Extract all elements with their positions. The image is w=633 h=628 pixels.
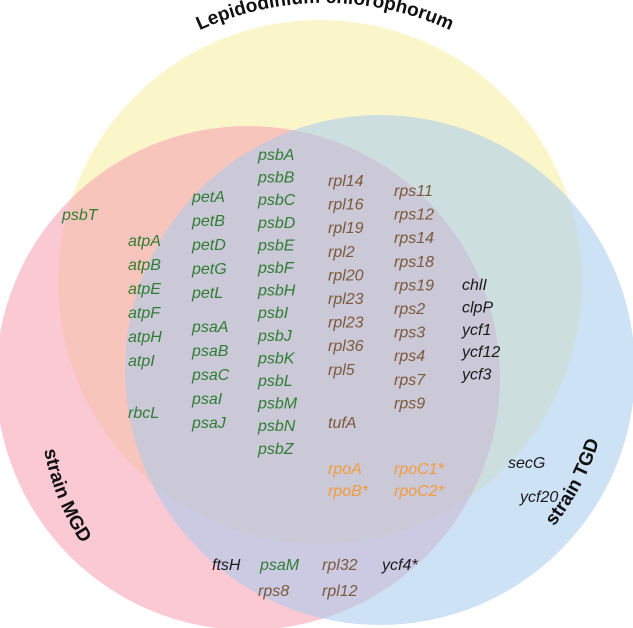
gene-label: rbcL: [128, 405, 159, 422]
gene-label: atpH: [128, 329, 162, 346]
gene-labels: psbT atpA atpB atpE atpF atpH atpI rbcL petA petB…: [61, 147, 558, 600]
gene-label: psbK: [257, 350, 296, 367]
gene-label: petG: [191, 261, 227, 278]
gene-label: rps14: [394, 230, 434, 247]
gene-label: psbA: [257, 147, 294, 164]
gene-label: psbM: [257, 396, 298, 413]
gene-label: psbJ: [257, 328, 293, 345]
gene-label: rpl12: [322, 583, 358, 600]
gene-label: atpI: [128, 353, 155, 370]
set-circles: [0, 20, 633, 628]
gene-label: rpl32: [322, 557, 358, 574]
gene-label: psbE: [257, 237, 295, 254]
gene-label: psbL: [257, 373, 293, 390]
gene-label: psbZ: [257, 441, 295, 458]
gene-label: psbD: [257, 215, 296, 232]
gene-label: psbC: [257, 192, 296, 209]
gene-label: psaJ: [191, 415, 227, 432]
gene-label: ycf20: [519, 489, 558, 506]
gene-label: ycf1: [461, 322, 491, 339]
gene-label: ycf12: [461, 344, 500, 361]
gene-label: rpl14: [328, 173, 364, 190]
gene-label: psbN: [257, 418, 296, 435]
gene-label: rps12: [394, 207, 434, 224]
gene-label: psaA: [191, 319, 228, 336]
gene-label: psaI: [191, 391, 223, 408]
gene-label: rpl19: [328, 220, 364, 237]
gene-label: atpA: [128, 233, 161, 250]
gene-label: rpl36: [328, 338, 364, 355]
gene-label: rps18: [394, 254, 434, 271]
gene-label: rps19: [394, 277, 434, 294]
gene-label: psbF: [257, 260, 295, 277]
gene-label: petA: [191, 189, 225, 206]
gene-label: rpl5: [328, 362, 355, 379]
gene-label: rpoB*: [328, 483, 369, 500]
gene-label: psaM: [259, 557, 300, 574]
gene-label: rps8: [258, 583, 289, 600]
gene-label: rpl16: [328, 197, 364, 214]
gene-label: psbH: [257, 283, 296, 300]
gene-label: chlI: [462, 277, 487, 294]
gene-label: atpF: [128, 305, 161, 322]
gene-label: psbI: [257, 305, 289, 322]
gene-label: rps2: [394, 301, 425, 318]
gene-label: psbT: [61, 207, 99, 224]
gene-label: rps9: [394, 395, 425, 412]
gene-label: ycf4*: [381, 557, 418, 574]
circle-tgd: [125, 115, 633, 625]
gene-label: rps11: [394, 183, 433, 200]
gene-label: petB: [191, 213, 225, 230]
gene-label: rpoA: [328, 461, 362, 478]
gene-label: petL: [191, 285, 223, 302]
gene-label: rpoC1*: [394, 461, 445, 478]
gene-label: psaC: [191, 367, 230, 384]
gene-label: petD: [191, 237, 226, 254]
gene-label: psbB: [257, 170, 295, 187]
gene-label: rpl23: [328, 315, 364, 332]
gene-label: rpl2: [328, 244, 355, 261]
gene-label: rps4: [394, 348, 425, 365]
gene-label: rpl20: [328, 267, 364, 284]
gene-label: ycf3: [461, 367, 491, 384]
gene-label: clpP: [462, 299, 493, 316]
gene-label: atpE: [128, 281, 161, 298]
gene-label: atpB: [128, 257, 161, 274]
gene-label: psaB: [191, 343, 229, 360]
gene-label: rps3: [394, 325, 425, 342]
gene-label: rpoC2*: [394, 483, 445, 500]
gene-label: tufA: [328, 415, 356, 432]
gene-label: ftsH: [212, 557, 241, 574]
gene-label: secG: [508, 455, 545, 472]
gene-label: rps7: [394, 372, 426, 389]
gene-label: rpl23: [328, 291, 364, 308]
